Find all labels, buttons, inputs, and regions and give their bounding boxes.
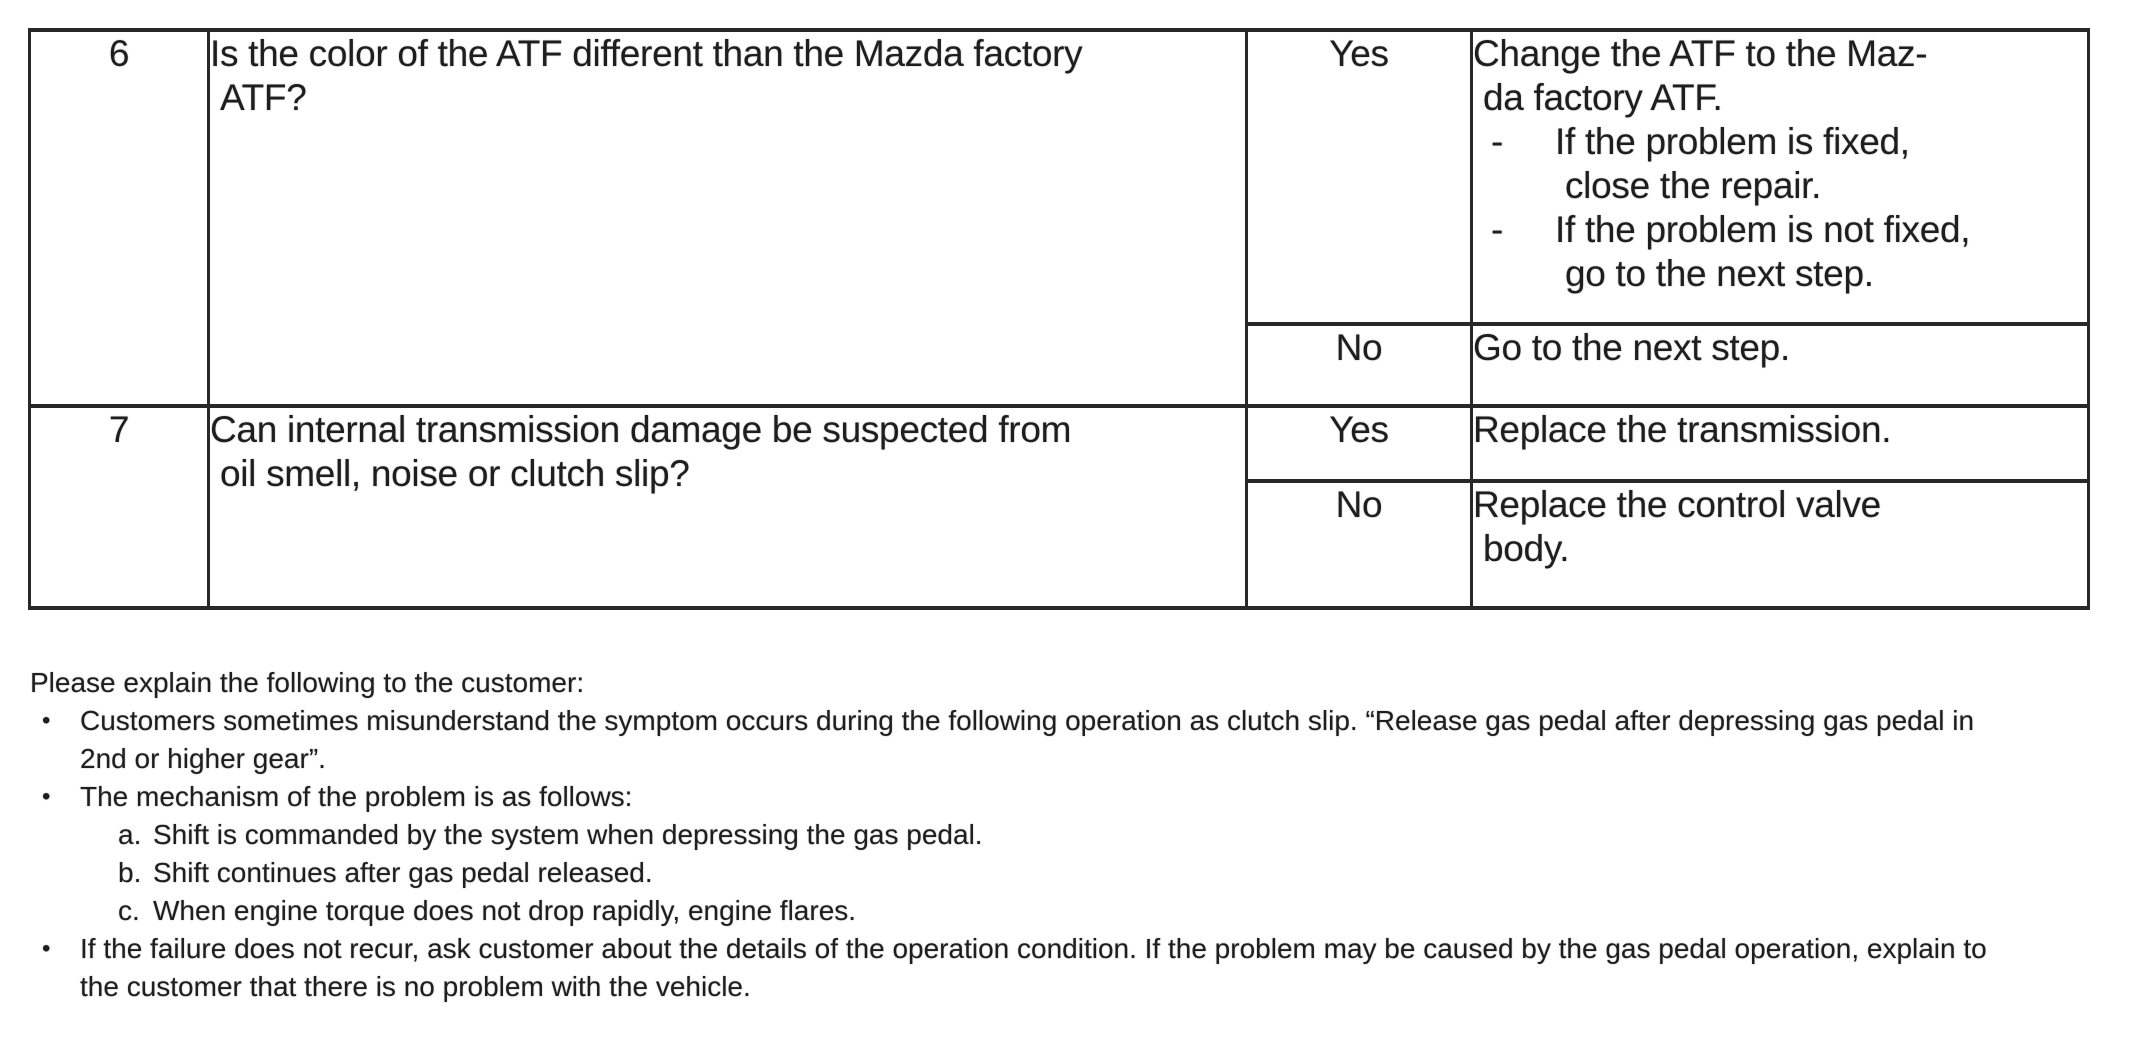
step-6-yes-row: 6 Is the color of the ATF different than… xyxy=(28,28,2090,408)
note-subitem-label: a. xyxy=(118,819,142,850)
answer-label: Yes xyxy=(1329,33,1389,74)
note-subitem-text: Shift continues after gas pedal released… xyxy=(153,857,653,888)
note-item: • Customers sometimes misunderstand the … xyxy=(30,702,2126,778)
step-7-yes-row: 7 Can internal transmission damage be su… xyxy=(28,404,2090,610)
note-subitem-text: Shift is commanded by the system when de… xyxy=(153,819,983,850)
inspection-question: Can internal transmission damage be susp… xyxy=(210,409,1072,494)
step-number-cell: 6 xyxy=(28,28,210,408)
note-subitem: a. Shift is commanded by the system when… xyxy=(118,816,2126,854)
inspection-question: Is the color of the ATF different than t… xyxy=(210,33,1083,118)
troubleshooting-table: 6 Is the color of the ATF different than… xyxy=(28,28,2090,610)
note-text: Customers sometimes misunderstand the sy… xyxy=(80,705,1975,774)
step-number: 7 xyxy=(108,409,130,450)
note-item: • If the failure does not recur, ask cus… xyxy=(30,930,2126,1006)
note-item: • The mechanism of the problem is as fol… xyxy=(30,778,2126,930)
note-text: If the failure does not recur, ask custo… xyxy=(80,933,1987,1002)
note-subitem: b. Shift continues after gas pedal relea… xyxy=(118,854,2126,892)
action-cell: Replace the transmission. xyxy=(1470,404,2090,483)
notes-intro: Please explain the following to the cust… xyxy=(30,667,585,698)
action-cell: Go to the next step. xyxy=(1470,322,2090,408)
answer-label: Yes xyxy=(1329,409,1389,450)
step-7-no-row: No Replace the control valve body. xyxy=(30,479,2090,610)
answer-cell: No xyxy=(1245,322,1473,408)
action-text: Replace the control valve body. xyxy=(1473,484,1882,569)
step-number: 6 xyxy=(108,33,130,74)
action-subitem: - If the problem is fixed, close the rep… xyxy=(1475,120,2086,208)
dash-marker: - xyxy=(1491,121,1504,162)
note-text: The mechanism of the problem is as follo… xyxy=(80,778,2126,930)
note-subitem: c. When engine torque does not drop rapi… xyxy=(118,892,2126,930)
inspection-cell: Can internal transmission damage be susp… xyxy=(207,404,1248,610)
action-subitem: - If the problem is not fixed, go to the… xyxy=(1475,208,2086,296)
note-subitem-text: When engine torque does not drop rapidly… xyxy=(153,895,857,926)
action-text: Go to the next step. xyxy=(1473,327,1791,368)
bullet-marker: • xyxy=(42,935,51,962)
dash-marker: - xyxy=(1491,209,1504,250)
answer-cell: No xyxy=(1245,479,1473,610)
note-subitem-label: c. xyxy=(118,895,140,926)
action-cell: Replace the control valve body. xyxy=(1470,479,2090,610)
answer-label: No xyxy=(1335,484,1383,525)
note-subitem-label: b. xyxy=(118,857,142,888)
answer-cell: Yes xyxy=(1245,404,1473,483)
action-cell: Change the ATF to the Maz- da factory AT… xyxy=(1470,28,2090,326)
inspection-cell: Is the color of the ATF different than t… xyxy=(207,28,1248,408)
note-text-line: The mechanism of the problem is as follo… xyxy=(80,781,633,812)
answer-cell: Yes xyxy=(1245,28,1473,326)
notes-section: Please explain the following to the cust… xyxy=(30,664,2126,1006)
action-subitem-text: If the problem is not fixed, go to the n… xyxy=(1555,209,1971,294)
bullet-marker: • xyxy=(42,783,51,810)
action-subitem-text: If the problem is fixed, close the repai… xyxy=(1555,121,1910,206)
step-number-cell: 7 xyxy=(28,404,210,610)
action-text: Replace the transmission. xyxy=(1473,409,1892,450)
action-text: Change the ATF to the Maz- da factory AT… xyxy=(1473,33,1928,118)
answer-label: No xyxy=(1335,327,1383,368)
bullet-marker: • xyxy=(42,707,51,734)
step-6-no-row: No Go to the next step. xyxy=(30,322,2090,408)
